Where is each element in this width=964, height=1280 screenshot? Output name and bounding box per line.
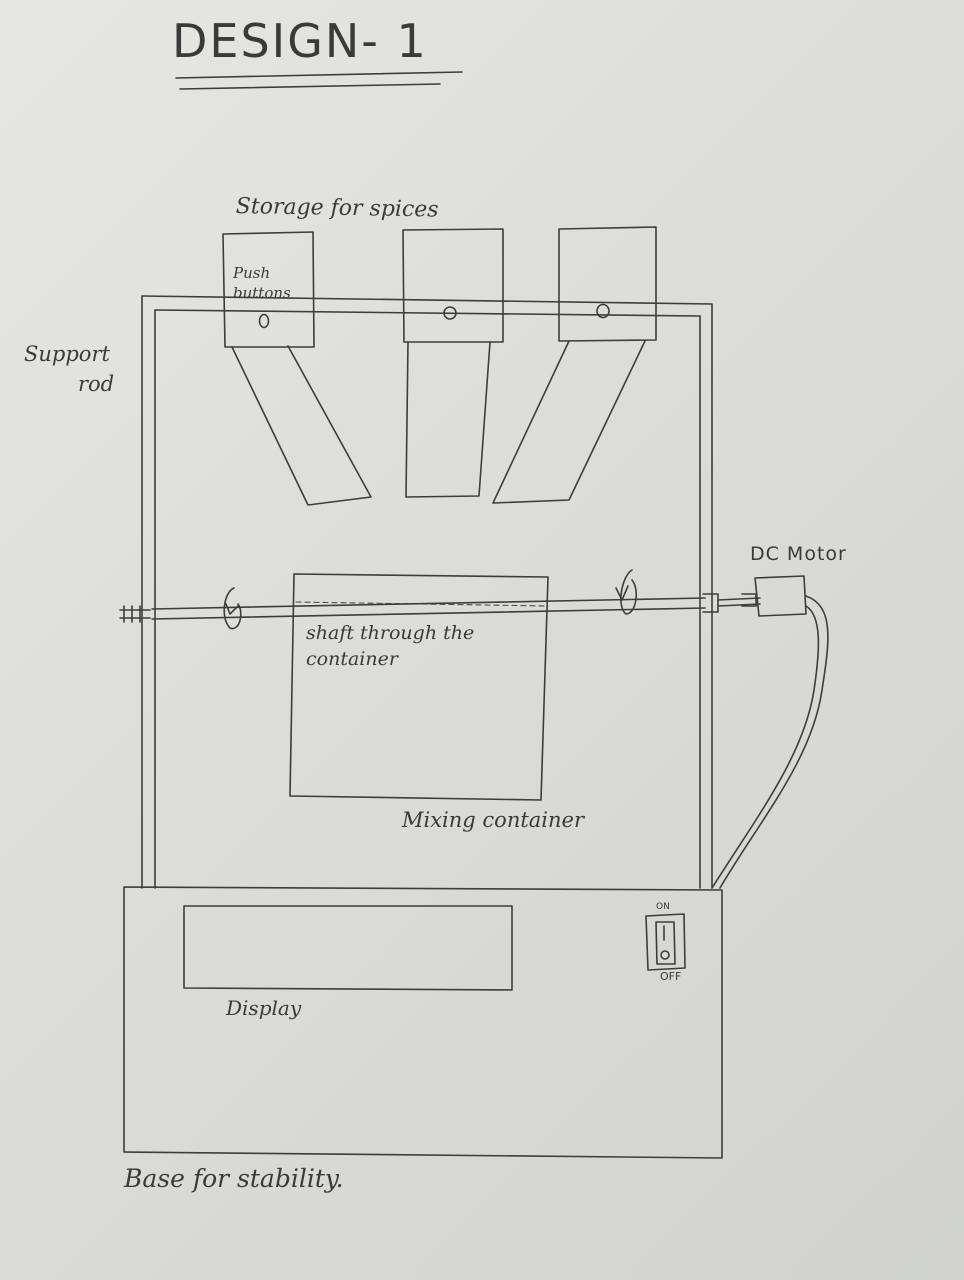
mixing-container <box>290 574 548 800</box>
mixing-container-label: Mixing container <box>402 808 584 832</box>
display-label: Display <box>226 996 301 1020</box>
power-switch <box>646 914 685 970</box>
display <box>184 906 512 990</box>
spice-box-3 <box>493 227 656 503</box>
support-label-line1: Support <box>24 342 110 366</box>
shaft <box>120 570 760 629</box>
shaft-label-line1: shaft through the <box>306 622 474 644</box>
page-title: DESIGN- 1 <box>172 14 428 68</box>
switch-off-label: OFF <box>660 970 681 983</box>
title-underline-2 <box>180 84 440 89</box>
base-label: Base for stability. <box>124 1164 344 1193</box>
push-buttons-label-line2: buttons <box>233 284 291 302</box>
title-underline-1 <box>176 72 462 78</box>
dc-motor <box>712 576 828 888</box>
support-frame <box>142 296 712 888</box>
dc-motor-label: DC Motor <box>750 543 847 565</box>
push-button-1 <box>260 315 269 328</box>
support-label-line2: rod <box>78 372 114 396</box>
push-buttons-label-line1: Push <box>233 264 270 282</box>
shaft-label-line2: container <box>306 648 398 670</box>
storage-label: Storage for spices <box>236 194 439 223</box>
base <box>124 887 722 1158</box>
switch-on-label: ON <box>656 902 670 912</box>
spice-box-2 <box>403 229 503 497</box>
